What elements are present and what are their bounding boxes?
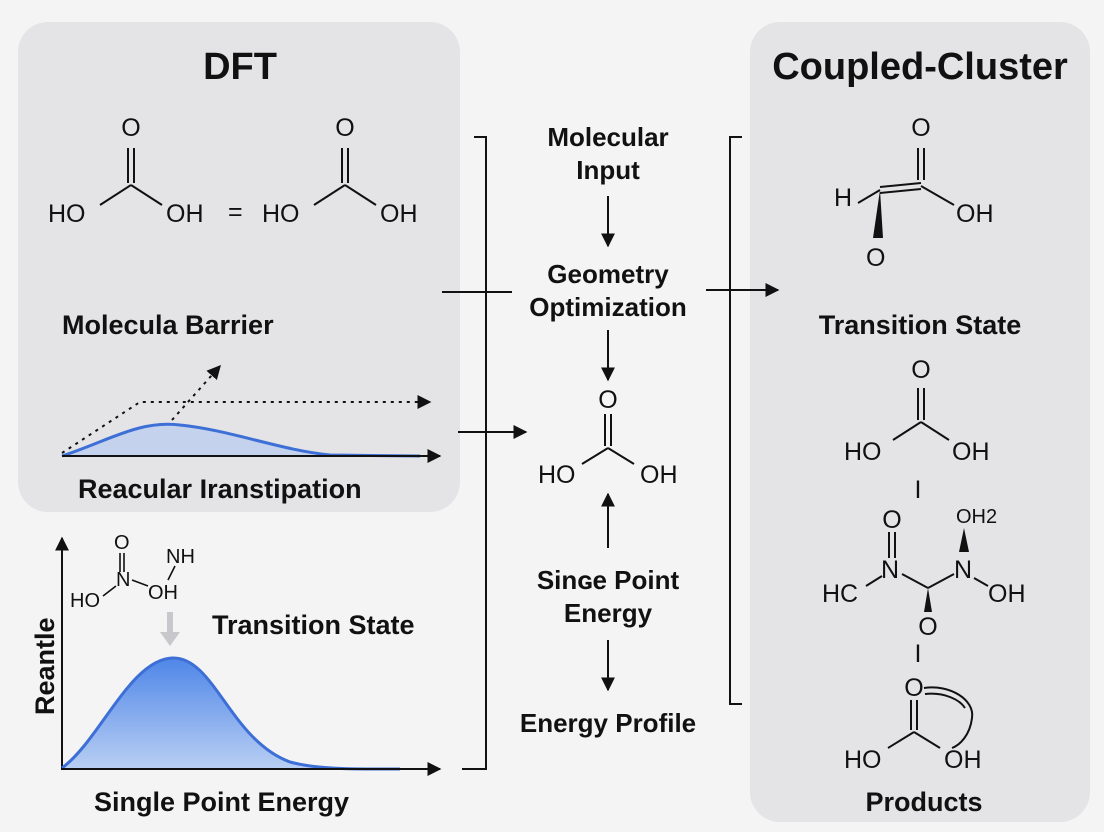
cc-mol3-oh: OH [988,580,1026,608]
nitro-nh: NH [166,546,195,568]
cc-ts-wedge-bond [873,190,883,238]
nitro-molecule-bonds [102,553,176,597]
cc-ts-oxygen-top: O [911,114,931,142]
ts-down-arrow [160,612,180,646]
cc-ts-h: H [834,184,853,212]
cc-mol3-n1: N [881,556,900,584]
cc-mol4-oxygen: O [904,674,924,702]
cc-molecule-3-bonds [865,532,989,589]
plot-y-label: Reantle [30,617,60,715]
cc-molecule-3-wedge-1 [924,588,932,612]
nitro-oh: OH [148,582,178,604]
cc-molecule-2-bonds [892,388,950,441]
dft-molecule-2-bonds [313,148,377,206]
cc-mol3-n2: N [954,556,973,584]
cc-mol2-oxygen: O [911,356,931,384]
workflow-mol-oh: OH [640,461,678,489]
dft-mol2-ho: HO [262,200,300,228]
right-bracket [729,136,742,705]
workflow-mol-oxygen: O [598,386,618,414]
cc-mol3-oxygen-top: O [882,506,902,534]
dft-title: DFT [203,46,277,88]
coupled-cluster-title: Coupled-Cluster [772,46,1068,88]
cc-transition-state-label: Transition State [818,310,1022,340]
cc-ts-oxygen-bottom: O [866,244,886,272]
cc-ts-oh: OH [956,200,994,228]
cc-mol3-oxygen-bottom: O [918,613,938,641]
cc-mol3-oh2: OH2 [956,506,998,528]
dft-molecule-1-bonds [99,148,163,206]
single-point-energy-step: Sinɢe Point Energy [536,565,680,628]
dft-mol2-oh: OH [380,200,418,228]
nitro-ho: HO [70,590,100,612]
energy-curve-line [61,656,401,771]
dft-mol1-ho: HO [48,200,86,228]
cc-mol3-hc: HC [822,580,859,608]
cc-mol2-ho: HO [844,438,882,466]
barrier-curve-line [61,422,421,458]
barrier-dotted-arrow [171,364,221,421]
nitro-o: O [114,532,130,554]
cc-separator-2: I [914,640,922,668]
energy-profile-step: Energy Profile [519,708,697,738]
cc-mol4-ho: HO [844,746,882,774]
dft-mol2-oxygen: O [335,114,355,142]
dft-panel [18,22,460,512]
cc-mol4-oh: OH [944,746,982,774]
nitro-n: N [116,569,131,591]
cc-molecule-4-bonds [887,686,974,749]
reacular-transport-label: Reacular Iranstipation [78,474,362,504]
products-label: Products [865,787,983,817]
plot-transition-state-label: Transition State [212,610,415,640]
cc-separator-1: I [914,476,922,504]
workflow-mol-ho: HO [538,461,576,489]
cc-molecule-3-wedge-2 [959,528,969,552]
geometry-optimization-step: Geometry Optimization [529,259,687,322]
cc-ts-molecule-bonds [857,148,955,206]
left-bracket [462,136,487,770]
dft-mol1-oh: OH [166,200,204,228]
molecular-input-step: Molecular Input [547,122,669,185]
workflow-molecule-bonds [581,414,635,465]
cc-mol2-oh: OH [952,438,990,466]
plot-x-label: Single Point Energy [94,787,350,817]
dft-mol1-oxygen: O [121,114,141,142]
molecula-barrier-label: Molecula Barrier [62,310,274,340]
energy-curve [62,657,400,770]
dft-equals: = [228,198,243,226]
